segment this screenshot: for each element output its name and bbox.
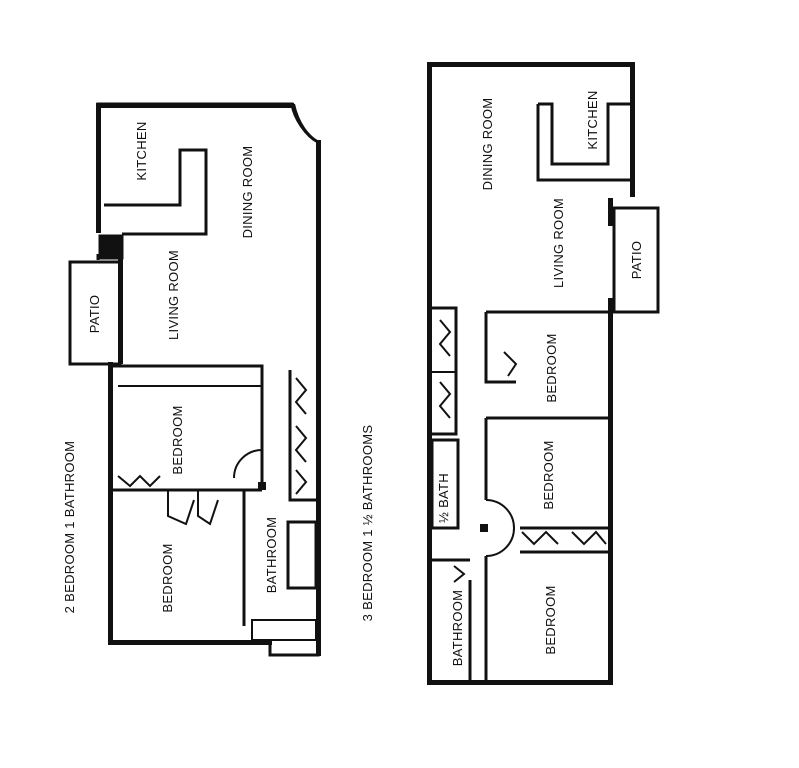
left-plan-caption: 2 BEDROOM 1 BATHROOM — [62, 441, 77, 614]
left-bay-corner — [293, 103, 319, 143]
right-bedroom-bottom-label: BEDROOM — [543, 585, 558, 654]
left-closet-box — [98, 234, 124, 260]
left-door-stop — [258, 482, 266, 490]
left-closet-doors — [294, 377, 308, 495]
left-closet-wall — [288, 370, 316, 502]
left-bifold-doors — [167, 490, 219, 526]
left-bedroom-upper-label: BEDROOM — [170, 405, 185, 474]
right-kitchen-label: KITCHEN — [585, 90, 600, 149]
right-door-arc-1 — [485, 499, 515, 529]
right-bedroom-top-door — [503, 351, 518, 377]
right-patio-label: PATIO — [629, 241, 644, 280]
left-bathtub — [286, 520, 318, 590]
left-bedroom-lower-label: BEDROOM — [160, 543, 175, 612]
left-kitchen-counter — [104, 148, 208, 236]
right-closet-doors — [438, 319, 452, 419]
right-patio-outline — [612, 206, 660, 314]
right-bedroom-top-wall — [484, 310, 608, 384]
right-door-arc-2 — [485, 527, 515, 557]
left-floor-plan: KITCHEN DINING ROOM LIVING ROOM PATIO BE… — [62, 102, 321, 657]
left-upper-left-wall — [96, 103, 101, 233]
right-door-stop — [480, 524, 488, 532]
left-bathroom-label: BATHROOM — [264, 517, 279, 594]
right-living-wall-top — [608, 198, 613, 226]
right-top-wall — [427, 62, 634, 67]
left-outer-wall — [96, 102, 320, 657]
left-bottom-wall — [108, 640, 272, 645]
left-right-wall — [316, 140, 321, 656]
right-floor-plan: DINING ROOM KITCHEN LIVING ROOM PATIO BE… — [360, 62, 660, 685]
right-closet-band-doors — [521, 530, 607, 546]
right-right-wall — [608, 298, 613, 684]
left-bedroom-wall — [112, 364, 264, 490]
right-left-wall — [427, 62, 432, 684]
right-bathroom-label: BATHROOM — [450, 590, 465, 667]
right-kitchen-counter — [536, 102, 630, 182]
right-half-bath-label: ½ BATH — [436, 473, 451, 523]
right-bath-walls — [432, 558, 472, 680]
left-living-room-label: LIVING ROOM — [166, 250, 181, 340]
left-patio-outline — [68, 260, 122, 366]
right-bath-door — [453, 565, 466, 583]
left-vanity — [251, 619, 317, 641]
left-dining-room-label: DINING ROOM — [240, 146, 255, 239]
right-living-room-label: LIVING ROOM — [551, 198, 566, 288]
right-closet-band — [520, 526, 608, 554]
right-dining-room-label: DINING ROOM — [480, 98, 495, 191]
right-bedroom-middle-label: BEDROOM — [541, 440, 556, 509]
left-kitchen-label: KITCHEN — [134, 121, 149, 180]
left-bedroom-door-arc — [233, 449, 263, 479]
right-bedroom-top-label: BEDROOM — [544, 333, 559, 402]
left-closet-door — [117, 474, 161, 488]
right-kitchen-wall — [630, 62, 635, 197]
right-bottom-wall — [427, 680, 613, 685]
left-patio-label: PATIO — [87, 295, 102, 334]
right-plan-caption: 3 BEDROOM 1 ½ BATHROOMS — [360, 425, 375, 622]
left-top-wall — [96, 103, 294, 108]
right-half-bath-outline — [430, 438, 460, 530]
left-lower-left-wall — [108, 362, 113, 644]
